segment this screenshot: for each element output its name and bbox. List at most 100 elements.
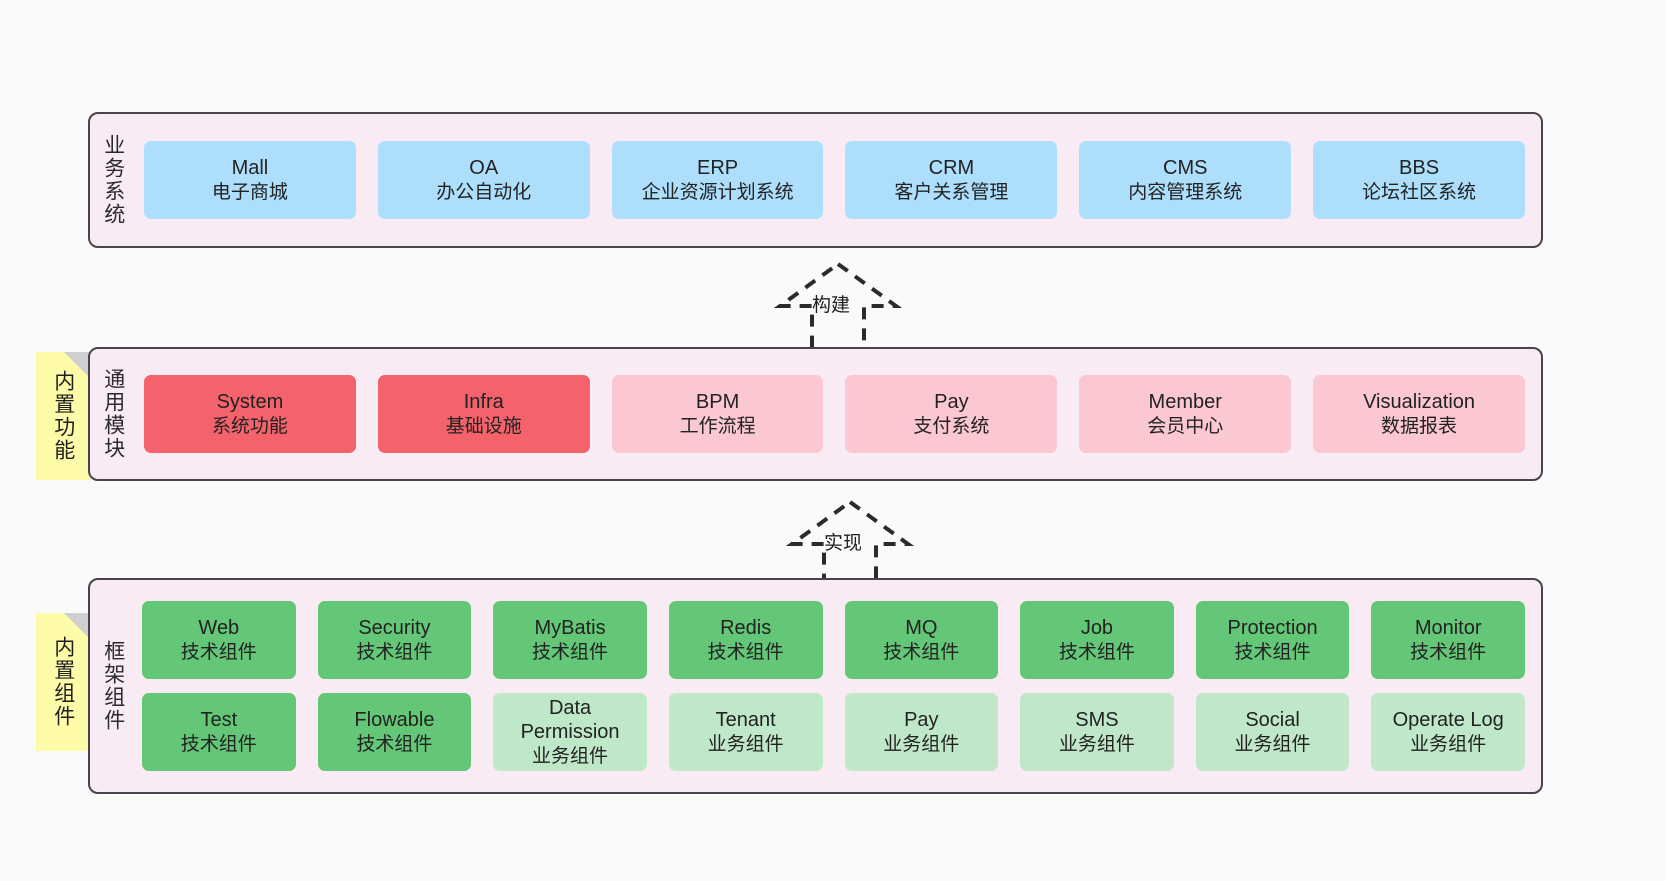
card-row: Web 技术组件 Security 技术组件 MyBatis 技术组件 Redi… bbox=[142, 601, 1525, 679]
card-flowable[interactable]: Flowable 技术组件 bbox=[317, 693, 472, 771]
card-subtitle: 业务组件 bbox=[532, 745, 609, 767]
card-subtitle: 数据报表 bbox=[1381, 415, 1458, 437]
card-subtitle: 技术组件 bbox=[180, 733, 257, 755]
card-title: BBS bbox=[1399, 157, 1440, 180]
card-oa[interactable]: OA 办公自动化 bbox=[377, 141, 590, 219]
card-title: MQ bbox=[905, 617, 938, 640]
card-security[interactable]: Security 技术组件 bbox=[317, 601, 472, 679]
card-title: Mall bbox=[231, 157, 269, 180]
card-subtitle: 业务组件 bbox=[707, 733, 784, 755]
sticky-note-builtin-components: 内置组件 bbox=[36, 613, 90, 751]
card-mybatis[interactable]: MyBatis 技术组件 bbox=[493, 601, 647, 679]
card-title: Test bbox=[200, 709, 238, 732]
card-bpm[interactable]: BPM 工作流程 bbox=[611, 375, 824, 453]
card-mall[interactable]: Mall 电子商城 bbox=[144, 141, 356, 219]
card-tenant[interactable]: Tenant 业务组件 bbox=[668, 693, 823, 771]
card-title: Job bbox=[1080, 617, 1114, 640]
card-mq[interactable]: MQ 技术组件 bbox=[844, 601, 999, 679]
card-title: System bbox=[216, 391, 284, 414]
card-subtitle: 系统功能 bbox=[211, 415, 288, 437]
card-title: Tenant bbox=[715, 709, 776, 732]
card-subtitle: 基础设施 bbox=[445, 415, 522, 437]
card-subtitle: 论坛社区系统 bbox=[1362, 181, 1477, 203]
card-data-permission[interactable]: Data Permission 业务组件 bbox=[493, 693, 647, 771]
card-subtitle: 技术组件 bbox=[1234, 641, 1311, 663]
card-title: SMS bbox=[1075, 709, 1119, 732]
card-cms[interactable]: CMS 内容管理系统 bbox=[1079, 141, 1292, 219]
card-title: OA bbox=[469, 157, 499, 180]
card-sms[interactable]: SMS 业务组件 bbox=[1020, 693, 1174, 771]
card-pay-component[interactable]: Pay 业务组件 bbox=[844, 693, 999, 771]
card-test[interactable]: Test 技术组件 bbox=[142, 693, 296, 771]
layer-body-common-modules: System 系统功能 Infra 基础设施 BPM 工作流程 Pay 支付系统… bbox=[136, 349, 1541, 479]
card-subtitle: 技术组件 bbox=[532, 641, 609, 663]
card-title: Web bbox=[198, 617, 240, 640]
layer-body-business-systems: Mall 电子商城 OA 办公自动化 ERP 企业资源计划系统 CRM 客户关系… bbox=[136, 114, 1541, 246]
card-operate-log[interactable]: Operate Log 业务组件 bbox=[1371, 693, 1525, 771]
card-subtitle: 企业资源计划系统 bbox=[641, 181, 794, 203]
card-title: CRM bbox=[928, 157, 975, 180]
card-visualization[interactable]: Visualization 数据报表 bbox=[1313, 375, 1525, 453]
card-subtitle: 业务组件 bbox=[1234, 733, 1311, 755]
layer-title-business-systems: 业务系统 bbox=[101, 134, 125, 226]
card-title: Data Permission bbox=[520, 697, 620, 744]
card-member[interactable]: Member 会员中心 bbox=[1079, 375, 1292, 453]
card-job[interactable]: Job 技术组件 bbox=[1020, 601, 1174, 679]
card-erp[interactable]: ERP 企业资源计划系统 bbox=[611, 141, 824, 219]
card-title: ERP bbox=[697, 157, 739, 180]
card-social[interactable]: Social 业务组件 bbox=[1195, 693, 1350, 771]
card-system[interactable]: System 系统功能 bbox=[144, 375, 356, 453]
card-title: CMS bbox=[1163, 157, 1208, 180]
card-protection[interactable]: Protection 技术组件 bbox=[1195, 601, 1350, 679]
card-subtitle: 业务组件 bbox=[1410, 733, 1487, 755]
card-pay-module[interactable]: Pay 支付系统 bbox=[845, 375, 1058, 453]
card-subtitle: 工作流程 bbox=[679, 415, 756, 437]
card-subtitle: 办公自动化 bbox=[436, 181, 532, 203]
card-title: Redis bbox=[720, 617, 772, 640]
card-title: Protection bbox=[1227, 617, 1318, 640]
card-subtitle: 技术组件 bbox=[180, 641, 257, 663]
sticky-note-label: 内置组件 bbox=[51, 636, 75, 728]
sticky-note-label: 内置功能 bbox=[51, 370, 75, 462]
layer-title-framework-components: 框架组件 bbox=[101, 640, 125, 732]
card-title: Infra bbox=[463, 391, 504, 414]
card-title: Member bbox=[1148, 391, 1222, 414]
card-web[interactable]: Web 技术组件 bbox=[142, 601, 296, 679]
card-monitor[interactable]: Monitor 技术组件 bbox=[1371, 601, 1525, 679]
layer-framework-components: 框架组件 Web 技术组件 Security 技术组件 MyBatis 技术组件… bbox=[88, 578, 1543, 794]
card-row: System 系统功能 Infra 基础设施 BPM 工作流程 Pay 支付系统… bbox=[144, 375, 1525, 453]
card-subtitle: 技术组件 bbox=[356, 733, 433, 755]
card-title: Monitor bbox=[1414, 617, 1482, 640]
card-title: Flowable bbox=[354, 709, 435, 732]
card-subtitle: 会员中心 bbox=[1147, 415, 1224, 437]
card-title: Pay bbox=[934, 391, 969, 414]
card-title: Social bbox=[1245, 709, 1300, 732]
card-subtitle: 支付系统 bbox=[913, 415, 990, 437]
card-title: Pay bbox=[904, 709, 939, 732]
card-title: BPM bbox=[695, 391, 740, 414]
note-fold-corner-icon bbox=[64, 352, 90, 378]
card-row: Test 技术组件 Flowable 技术组件 Data Permission … bbox=[142, 693, 1525, 771]
card-title: Security bbox=[358, 617, 431, 640]
note-fold-corner-icon bbox=[64, 613, 90, 639]
card-redis[interactable]: Redis 技术组件 bbox=[668, 601, 823, 679]
card-subtitle: 业务组件 bbox=[883, 733, 960, 755]
card-title: Visualization bbox=[1363, 391, 1476, 414]
card-title: MyBatis bbox=[534, 617, 606, 640]
card-subtitle: 电子商城 bbox=[211, 181, 288, 203]
card-subtitle: 内容管理系统 bbox=[1128, 181, 1243, 203]
layer-common-modules: 通用模块 System 系统功能 Infra 基础设施 BPM 工作流程 Pay… bbox=[88, 347, 1543, 481]
card-subtitle: 技术组件 bbox=[356, 641, 433, 663]
card-bbs[interactable]: BBS 论坛社区系统 bbox=[1313, 141, 1525, 219]
card-crm[interactable]: CRM 客户关系管理 bbox=[845, 141, 1058, 219]
card-row: Mall 电子商城 OA 办公自动化 ERP 企业资源计划系统 CRM 客户关系… bbox=[144, 141, 1525, 219]
layer-title-common-modules: 通用模块 bbox=[101, 368, 125, 460]
card-infra[interactable]: Infra 基础设施 bbox=[377, 375, 590, 453]
card-subtitle: 业务组件 bbox=[1058, 733, 1135, 755]
card-subtitle: 技术组件 bbox=[1410, 641, 1487, 663]
card-subtitle: 技术组件 bbox=[883, 641, 960, 663]
connector-label-implement: 实现 bbox=[824, 533, 863, 554]
layer-body-framework-components: Web 技术组件 Security 技术组件 MyBatis 技术组件 Redi… bbox=[136, 580, 1541, 792]
card-subtitle: 客户关系管理 bbox=[894, 181, 1009, 203]
